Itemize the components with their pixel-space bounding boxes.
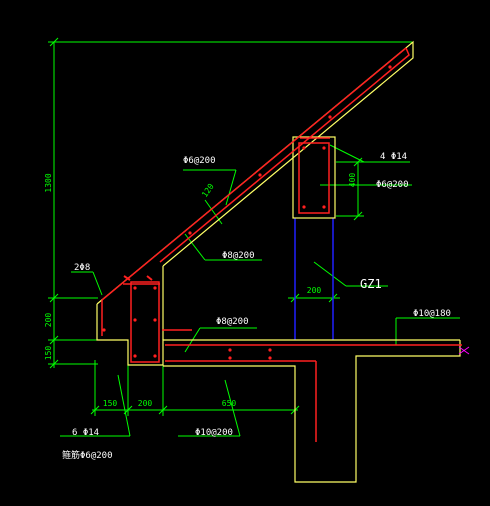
concrete-outline [96, 40, 461, 483]
dim-column-width: 200 [307, 286, 322, 295]
dim-total-height: 1300 [44, 173, 53, 192]
label-slope-bar-upper: Φ6@200 [183, 156, 216, 166]
label-slab-right: Φ10@180 [413, 309, 451, 319]
dim-bottom-3: 650 [222, 399, 237, 408]
dim-slope-thickness: 120 [200, 182, 216, 199]
label-slope-bar-lower: Φ8@200 [222, 251, 255, 261]
label-beam-bars: 6 Φ14 [72, 428, 99, 438]
section-marker [458, 346, 470, 355]
dim-beam-depth: 400 [348, 173, 357, 188]
dim-bottom-2: 200 [138, 399, 153, 408]
label-slab-bar: Φ8@200 [216, 317, 249, 327]
label-beam-stirrup: 箍筋Φ6@200 [62, 449, 113, 461]
rebar-dots [102, 65, 392, 360]
rebar [101, 47, 462, 442]
dimension-lines [48, 37, 460, 437]
labels: 2Φ8 4 Φ14 Φ6@200 Φ6@200 Φ8@200 Φ8@200 Φ1… [62, 152, 451, 461]
dim-slab-thickness: 150 [44, 346, 53, 361]
label-top-bars: 2Φ8 [74, 263, 90, 273]
label-ridge-bars: 4 Φ14 [380, 152, 407, 162]
label-ridge-stirrup: Φ6@200 [376, 180, 409, 190]
dimension-texts: 1300 200 150 400 120 200 150 200 650 [44, 173, 357, 408]
label-bottom-bar: Φ10@200 [195, 428, 233, 438]
dim-bottom-1: 150 [103, 399, 118, 408]
gz1-column [294, 218, 334, 340]
label-column: GZ1 [360, 277, 382, 291]
dim-eave-height: 200 [44, 313, 53, 328]
top-bar-marks [123, 275, 153, 281]
